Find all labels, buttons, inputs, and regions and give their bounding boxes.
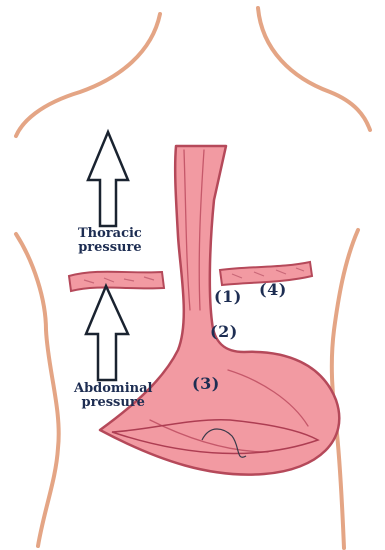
abdominal-pressure-label: Abdominal pressure (74, 382, 152, 410)
marker-1: (1) (214, 287, 242, 306)
diaphragm-left (69, 272, 164, 291)
right-shoulder-line (258, 8, 370, 130)
marker-3: (3) (192, 374, 220, 393)
thoracic-pressure-line-1: Thoracic (78, 227, 142, 241)
stomach-organ (100, 146, 339, 475)
left-body-line (16, 234, 59, 546)
abdominal-pressure-arrow (86, 286, 128, 380)
marker-4: (4) (259, 280, 287, 299)
left-shoulder-line (16, 14, 160, 136)
abdominal-pressure-line-2: pressure (74, 396, 152, 410)
right-body-line (332, 230, 358, 548)
abdominal-pressure-line-1: Abdominal (74, 382, 152, 396)
marker-2: (2) (210, 322, 238, 341)
pressure-arrows (86, 132, 128, 380)
thoracic-pressure-arrow (88, 132, 128, 226)
esophagus-stomach-body (100, 146, 339, 475)
thoracic-pressure-label: Thoracic pressure (78, 227, 142, 255)
thoracic-pressure-line-2: pressure (78, 241, 142, 255)
